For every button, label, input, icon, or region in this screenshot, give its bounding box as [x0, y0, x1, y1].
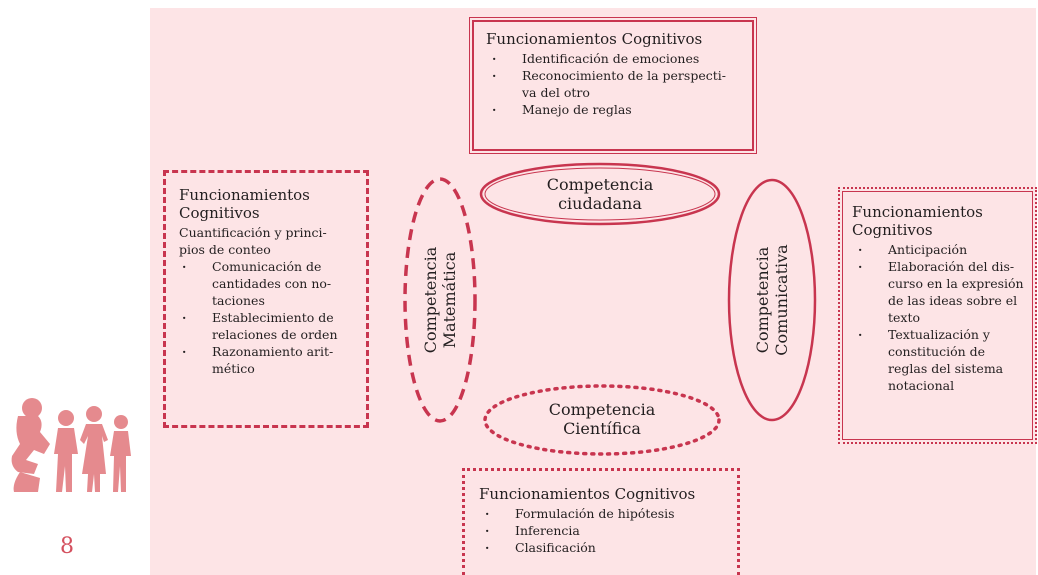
label-cientifica-line1: Competencia	[548, 400, 656, 419]
label-matematica-line1: Competencia	[421, 246, 440, 354]
box-title: Funcionamientos Cognitivos	[179, 186, 310, 222]
list-item: Manejo de reglas	[492, 101, 742, 118]
children-silhouette-icon	[11, 398, 131, 492]
ellipse-matematica	[403, 177, 477, 423]
label-cientifica-line2: Científica	[563, 419, 641, 438]
label-matematica-line2: Matemática	[440, 251, 459, 349]
label-ciudadana-line1: Competencia	[546, 175, 654, 194]
list-item: Establecimiento de relaciones de orden	[182, 309, 356, 343]
box-intro: Cuantificación y princi- pios de conteo	[179, 225, 327, 257]
label-ciudadana: Competencia ciudadana	[520, 175, 680, 213]
ellipse-comunicativa	[727, 178, 817, 422]
list-item: Clasificación	[485, 539, 729, 556]
ellipse-ciudadana-inner	[484, 167, 716, 221]
ellipse-cientifica	[483, 384, 721, 456]
label-comunicativa: Competencia Comunicativa	[753, 220, 791, 380]
box-title: Funcionamientos Cognitivos	[479, 485, 696, 503]
label-ciudadana-line2: ciudadana	[558, 194, 642, 213]
list-item: Reconocimiento de la perspecti- va del o…	[492, 67, 742, 101]
list-item: Comunicación de cantidades con no- tacio…	[182, 258, 356, 309]
ellipse-ciudadana	[479, 162, 721, 226]
function-list: Formulación de hipótesis Inferencia Clas…	[485, 505, 729, 556]
list-item: Elaboración del dis- curso en la expresi…	[858, 258, 1027, 326]
function-list: Comunicación de cantidades con no- tacio…	[182, 258, 356, 377]
box-cientifica-functions: Funcionamientos Cognitivos Formulación d…	[462, 468, 740, 575]
page-number: 8	[60, 534, 74, 559]
function-list: Anticipación Elaboración del dis- curso …	[858, 241, 1027, 394]
label-comunicativa-line1: Competencia	[753, 246, 772, 354]
box-comunicativa-functions: Funcionamientos Cognitivos Anticipación …	[838, 187, 1037, 444]
list-item: Identificación de emociones	[492, 50, 742, 67]
box-matematica-functions: Funcionamientos Cognitivos Cuantificació…	[163, 170, 369, 428]
label-cientifica: Competencia Científica	[522, 400, 682, 438]
box-ciudadana-functions: Funcionamientos Cognitivos Identificació…	[469, 17, 757, 154]
label-comunicativa-line2: Comunicativa	[772, 244, 791, 356]
list-item: Inferencia	[485, 522, 729, 539]
list-item: Anticipación	[858, 241, 1027, 258]
box-title: Funcionamientos Cognitivos	[486, 30, 703, 48]
label-matematica: Competencia Matemática	[421, 220, 459, 380]
list-item: Textualización y constitución de reglas …	[858, 326, 1027, 394]
function-list: Identificación de emociones Reconocimien…	[492, 50, 742, 118]
box-title: Funcionamientos Cognitivos	[852, 203, 983, 239]
list-item: Formulación de hipótesis	[485, 505, 729, 522]
list-item: Razonamiento arit- mético	[182, 343, 356, 377]
